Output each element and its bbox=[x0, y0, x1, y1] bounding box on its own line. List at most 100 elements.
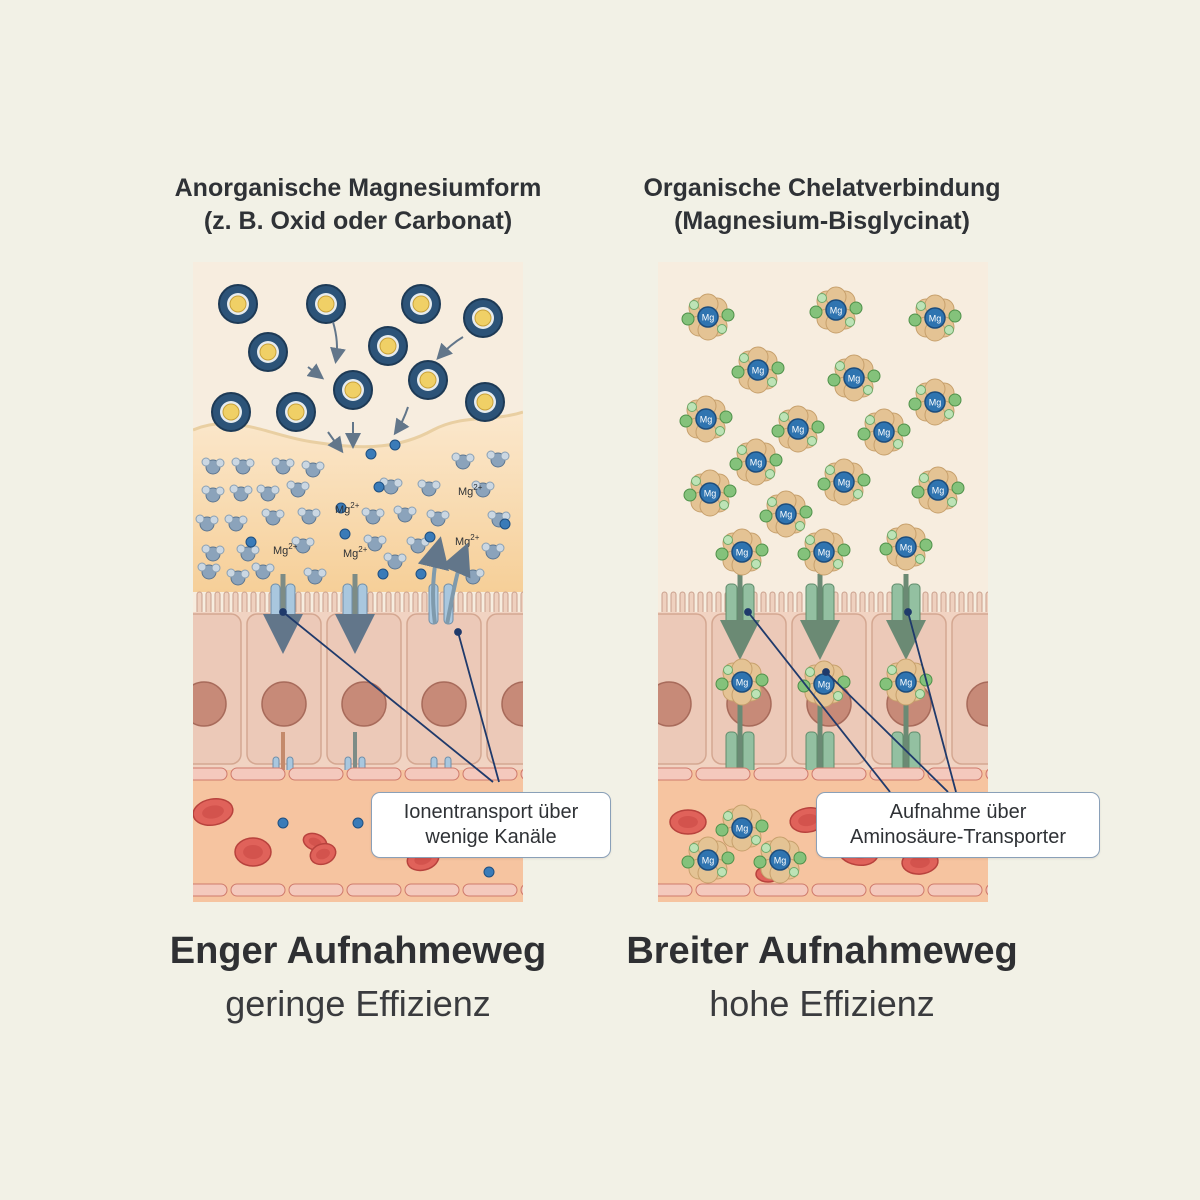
transporter-callout: Aufnahme über Aminosäure-Transporter bbox=[816, 792, 1100, 858]
microvillus bbox=[760, 591, 767, 615]
microvillus bbox=[922, 591, 929, 615]
chelate-molecule: Mg bbox=[715, 658, 769, 706]
microvillus bbox=[859, 591, 866, 615]
microvillus bbox=[688, 591, 695, 615]
ion-channels bbox=[263, 536, 471, 654]
microvillus bbox=[796, 591, 803, 615]
hydrated-ion bbox=[286, 480, 310, 498]
callout-right-line-1: Aufnahme über bbox=[889, 801, 1027, 823]
cell-nucleus bbox=[658, 681, 692, 727]
chelate-mg-label: Mg bbox=[929, 314, 942, 324]
microvillus bbox=[949, 591, 956, 615]
hydrated-ion bbox=[361, 507, 385, 525]
microvillus bbox=[403, 591, 410, 615]
right-caption-subtitle: hohe Effizienz bbox=[709, 983, 935, 1024]
callout-left-line-1: Ionentransport über bbox=[403, 801, 579, 823]
hydrated-ion bbox=[236, 544, 260, 562]
magnesium-salt-particle bbox=[211, 392, 251, 432]
mg-ion bbox=[424, 531, 436, 543]
ion-channel bbox=[335, 574, 375, 654]
microvillus bbox=[250, 591, 257, 615]
microvillus bbox=[196, 591, 203, 615]
chelate-mg-label: Mg bbox=[700, 415, 713, 425]
chelate-molecule: Mg bbox=[759, 490, 813, 538]
magnesium-salt-particle bbox=[463, 298, 503, 338]
endothelial-cell bbox=[462, 767, 518, 781]
microvillus bbox=[475, 591, 482, 615]
endothelial-cell bbox=[869, 767, 925, 781]
chelate-molecule: Mg bbox=[908, 378, 962, 426]
mg-ion bbox=[389, 439, 401, 451]
microvillus bbox=[697, 591, 704, 615]
chelate-molecule: Mg bbox=[715, 528, 769, 576]
cell-nucleus bbox=[421, 681, 467, 727]
chelate-molecule: Mg bbox=[679, 395, 733, 443]
chelate-molecule: Mg bbox=[753, 836, 807, 884]
chelate-mg-label: Mg bbox=[750, 458, 763, 468]
callout-left-line-2: wenige Kanäle bbox=[425, 826, 557, 848]
chelate-mg-label: Mg bbox=[878, 428, 891, 438]
callout-right-line-2: Aminosäure-Transporter bbox=[849, 826, 1066, 848]
hydrated-ion bbox=[393, 505, 417, 523]
microvillus bbox=[241, 591, 248, 615]
chelate-mg-label: Mg bbox=[900, 543, 913, 553]
red-blood-cell bbox=[669, 809, 707, 835]
left-panel-title: Anorganische Magnesiumform (z. B. Oxid o… bbox=[128, 172, 588, 238]
chelate-molecule: Mg bbox=[911, 466, 965, 514]
inorganic-absorption-illustration: Mg2+ Mg2+ Mg2+ Mg2+ Mg2+ Mg2+ Mg2+ bbox=[193, 262, 523, 902]
endothelial-cell bbox=[193, 767, 228, 781]
microvillus bbox=[304, 591, 311, 615]
hydrated-ion bbox=[224, 514, 248, 532]
hydrated-ion bbox=[195, 514, 219, 532]
chelate-molecule: Mg bbox=[817, 458, 871, 506]
mg-ion bbox=[377, 568, 389, 580]
chelate-mg-label: Mg bbox=[818, 548, 831, 558]
chelate-mg-label: Mg bbox=[932, 486, 945, 496]
mg-ion bbox=[335, 502, 347, 514]
magnesium-salt-particle bbox=[465, 382, 505, 422]
hydrated-ion bbox=[251, 562, 275, 580]
magnesium-salt-particles bbox=[211, 284, 505, 432]
chelate-molecule: Mg bbox=[715, 804, 769, 852]
magnesium-salt-particle bbox=[276, 392, 316, 432]
hydrated-ion bbox=[256, 484, 280, 502]
amino-acid-transporter bbox=[800, 574, 840, 817]
chelate-molecule: Mg bbox=[879, 523, 933, 571]
microvillus bbox=[466, 591, 473, 615]
chelate-molecule: Mg bbox=[683, 469, 737, 517]
right-title-line-2: (Magnesium-Bisglycinat) bbox=[674, 207, 970, 235]
hydrated-ion bbox=[201, 544, 225, 562]
microvillus bbox=[394, 591, 401, 615]
endothelial-cell bbox=[404, 767, 460, 781]
magnesium-salt-particle bbox=[368, 326, 408, 366]
chelate-molecule: Mg bbox=[731, 346, 785, 394]
left-caption-subtitle: geringe Effizienz bbox=[225, 983, 491, 1024]
hydrated-ion bbox=[226, 568, 250, 586]
chelate-molecule: Mg bbox=[857, 408, 911, 456]
microvillus bbox=[868, 591, 875, 615]
mg-ion bbox=[415, 568, 427, 580]
chelate-mg-label: Mg bbox=[830, 306, 843, 316]
magnesium-salt-particle bbox=[408, 360, 448, 400]
chelate-molecule: Mg bbox=[771, 405, 825, 453]
endothelial-cell bbox=[927, 767, 983, 781]
chelate-mg-label: Mg bbox=[704, 489, 717, 499]
microvillus bbox=[679, 591, 686, 615]
red-blood-cell bbox=[193, 797, 234, 827]
microvillus bbox=[877, 591, 884, 615]
endothelial-cell bbox=[811, 767, 867, 781]
callout-leader-lines bbox=[279, 608, 500, 783]
microvillus bbox=[661, 591, 668, 615]
cell-nucleus bbox=[193, 681, 227, 727]
hydrated-ion bbox=[383, 552, 407, 570]
epithelial-cell bbox=[951, 613, 988, 765]
hydrated-ion bbox=[451, 452, 475, 470]
endothelial-cell bbox=[985, 884, 988, 896]
endothelial-cell bbox=[658, 767, 693, 781]
red-blood-cell bbox=[234, 837, 272, 867]
microvillus bbox=[412, 591, 419, 615]
endothelial-cell bbox=[695, 767, 751, 781]
microvillus bbox=[484, 591, 491, 615]
endothelial-cell bbox=[695, 883, 751, 897]
